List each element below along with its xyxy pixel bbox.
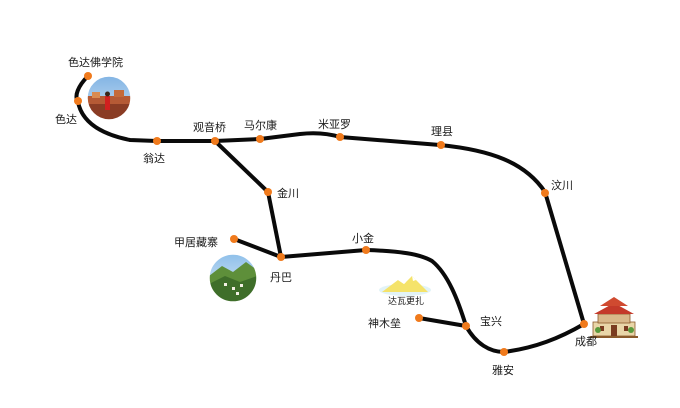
stop-guanyinqiao[interactable] <box>211 137 219 145</box>
label-shenmulei: 神木垒 <box>368 316 401 330</box>
labels: 色达佛学院 色达 翁达 观音桥 马尔康 米亚罗 理县 汶川 金川 甲居藏寨 丹巴… <box>55 55 597 377</box>
label-dawagengzha: 达瓦更扎 <box>388 295 424 307</box>
label-yaan: 雅安 <box>492 363 514 377</box>
label-chengdu: 成都 <box>575 335 597 348</box>
pagoda-gate-icon <box>590 297 638 338</box>
route-danba-chengdu <box>279 248 586 354</box>
route-shenmulei-baoxing <box>417 316 468 328</box>
label-xiaojin: 小金 <box>352 231 374 245</box>
stop-jinchuan[interactable] <box>264 188 272 196</box>
label-lixian: 理县 <box>431 125 453 138</box>
stop-danba[interactable] <box>277 253 285 261</box>
label-maerkang: 马尔康 <box>244 118 277 132</box>
stop-maerkang[interactable] <box>256 135 264 143</box>
stop-shenmulei[interactable] <box>415 314 423 322</box>
route-jiaju-danba <box>232 237 283 259</box>
label-seda-academy: 色达佛学院 <box>68 55 123 69</box>
stop-seda-academy[interactable] <box>84 72 92 80</box>
stop-lixian[interactable] <box>437 141 445 149</box>
label-baoxing: 宝兴 <box>480 314 502 328</box>
route-main <box>74 74 586 326</box>
mountain-icon <box>379 276 431 296</box>
stop-yaan[interactable] <box>500 348 508 356</box>
stop-miyaluo[interactable] <box>336 133 344 141</box>
seda-temple-photo-icon <box>86 75 132 121</box>
label-miyaluo: 米亚罗 <box>318 118 351 131</box>
label-jinchuan: 金川 <box>277 186 299 200</box>
danba-valley-photo-icon <box>208 253 258 303</box>
stop-chengdu[interactable] <box>580 320 588 328</box>
stop-xiaojin[interactable] <box>362 246 370 254</box>
label-wenchuan: 汶川 <box>551 178 573 192</box>
stop-baoxing[interactable] <box>462 322 470 330</box>
stops <box>74 72 588 356</box>
label-guanyinqiao: 观音桥 <box>193 120 226 134</box>
stop-wenchuan[interactable] <box>541 189 549 197</box>
route-guanyinqiao-danba <box>213 139 283 259</box>
label-jiaju: 甲居藏寨 <box>174 235 218 249</box>
label-seda: 色达 <box>55 112 77 126</box>
stop-wengda[interactable] <box>153 137 161 145</box>
label-wengda: 翁达 <box>143 151 165 165</box>
stop-seda[interactable] <box>74 97 82 105</box>
label-danba: 丹巴 <box>270 271 292 284</box>
stop-jiaju[interactable] <box>230 235 238 243</box>
